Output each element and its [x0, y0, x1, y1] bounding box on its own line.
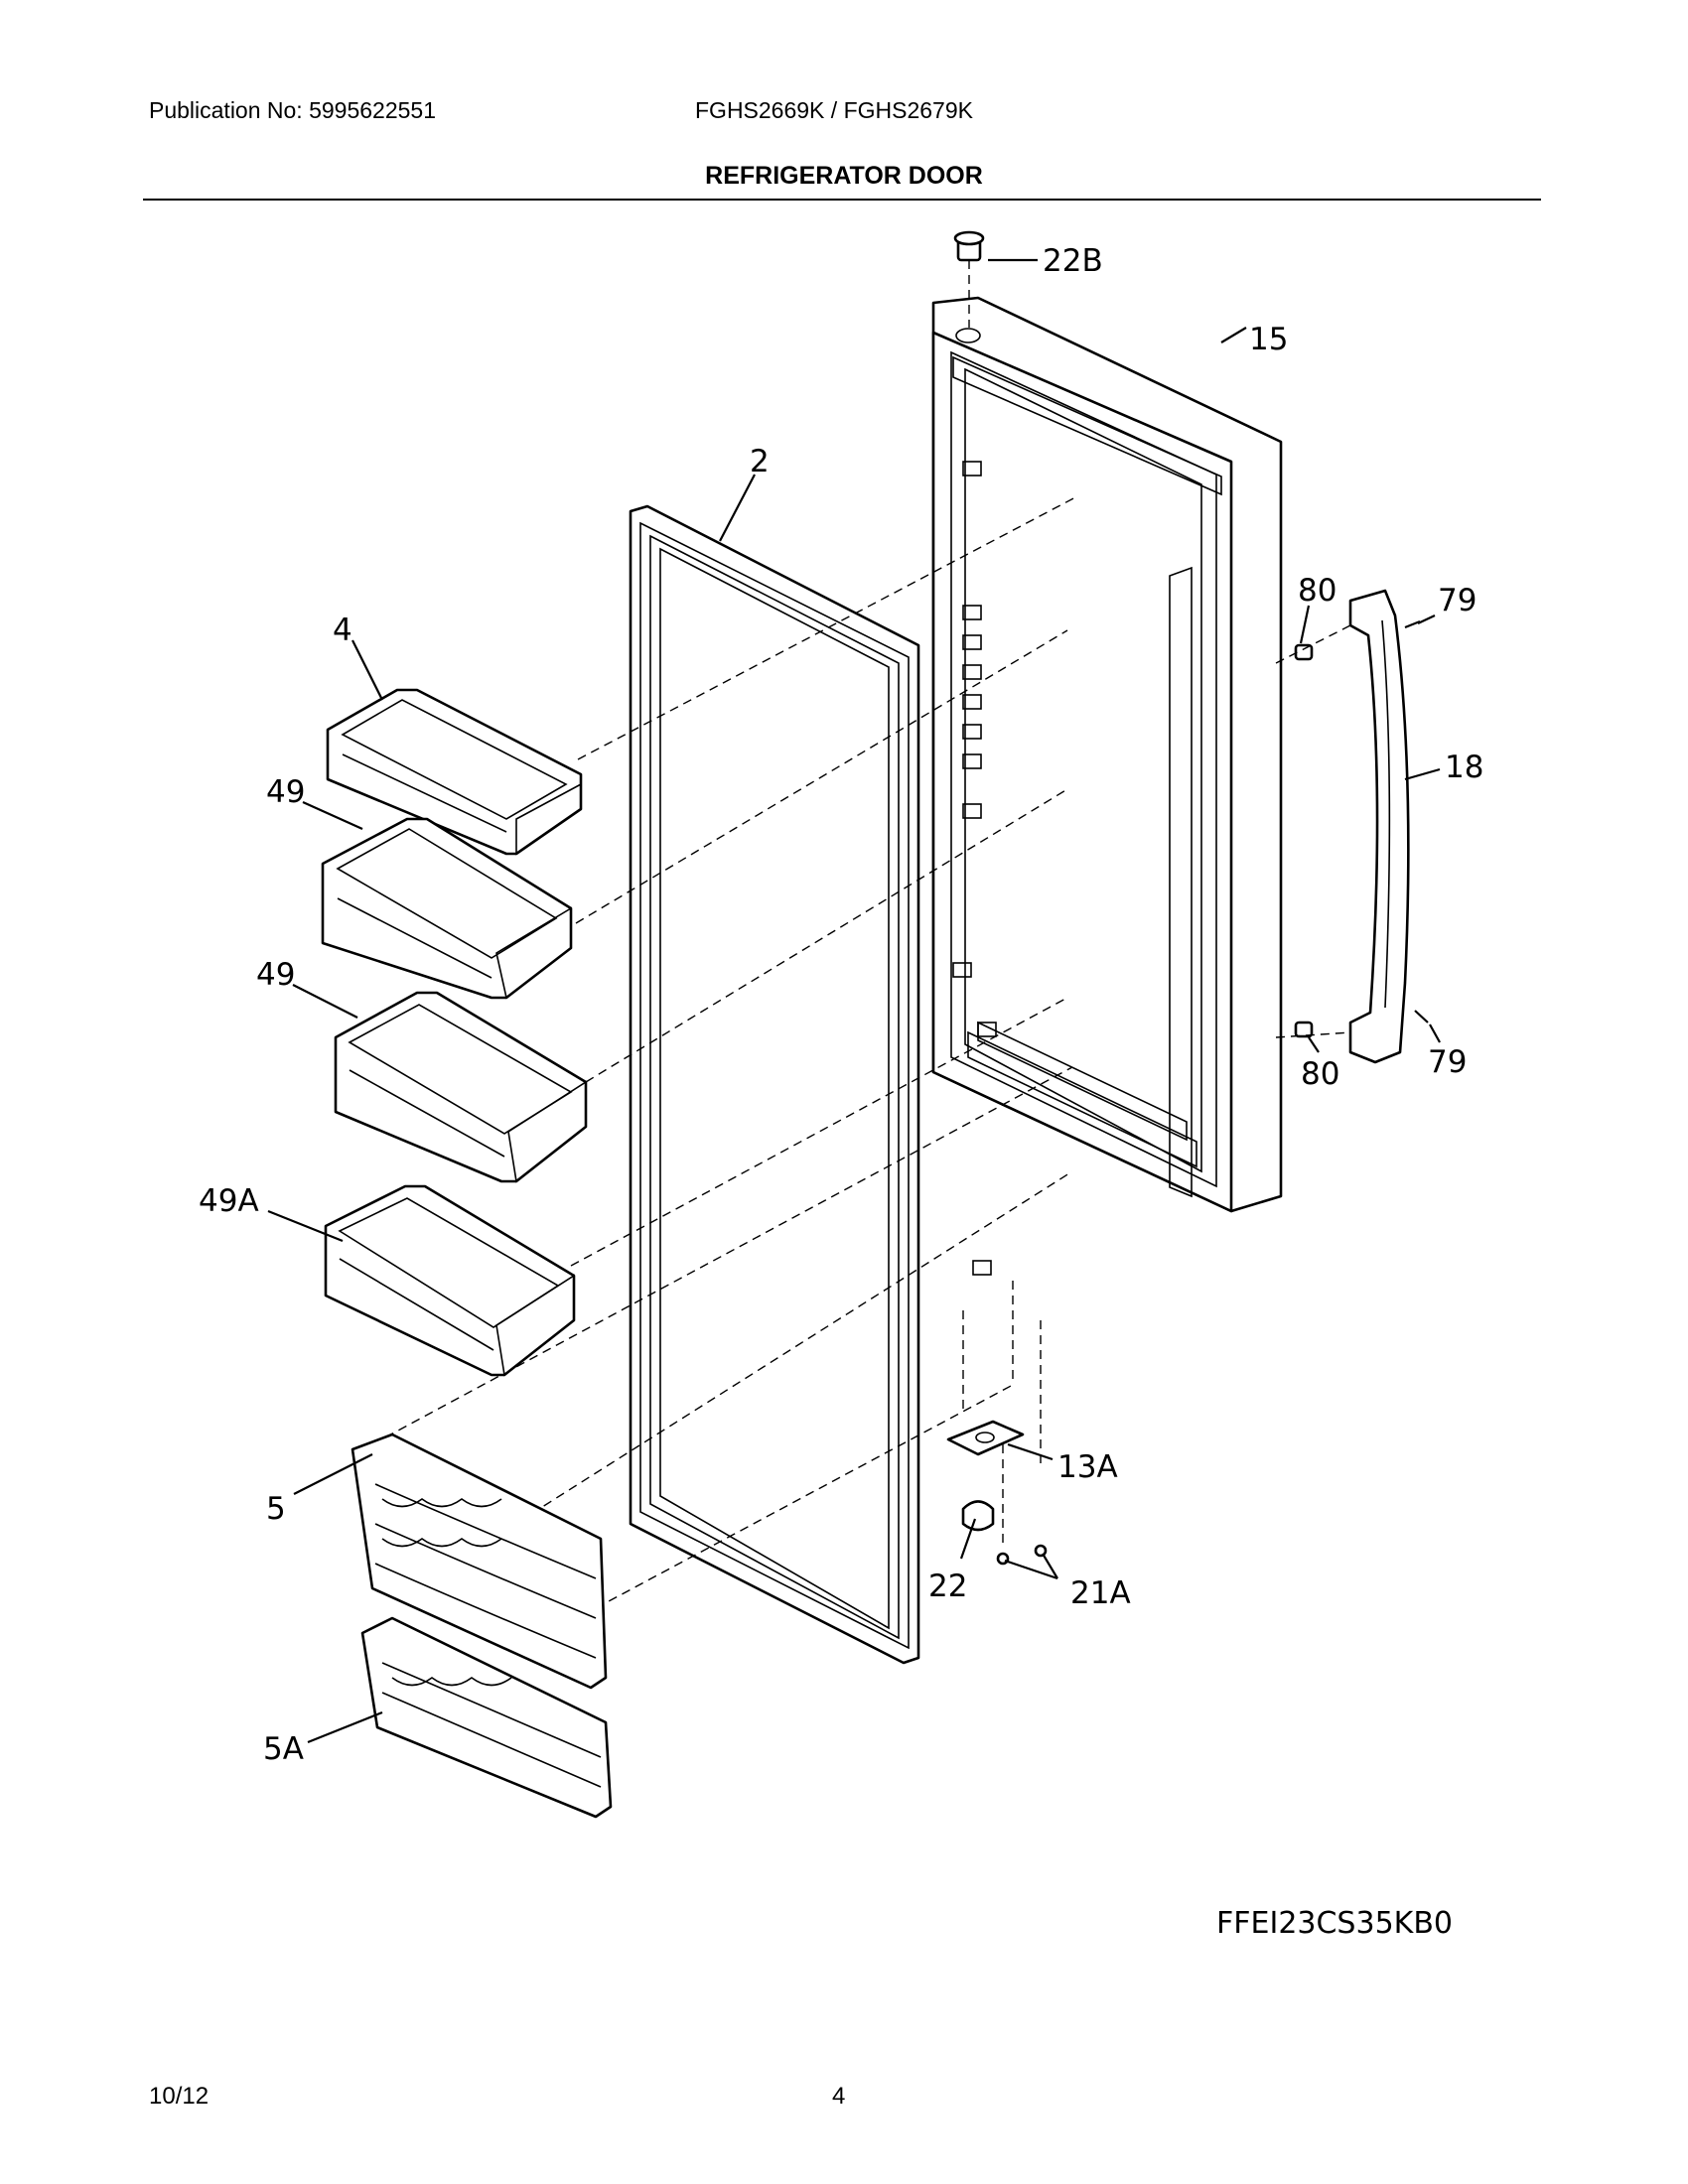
diagram-code: FFEI23CS35KB0 — [1216, 1906, 1453, 1941]
page-number: 4 — [832, 2083, 846, 2110]
screws-21a-part — [996, 1544, 1048, 1566]
footer-date: 10/12 — [149, 2083, 210, 2110]
wire-rack-5-part — [351, 1433, 608, 1690]
door-bin-49-lower-part — [334, 991, 588, 1183]
callout-49-upper: 49 — [266, 774, 305, 810]
door-gasket-part — [629, 504, 920, 1665]
callout-15: 15 — [1249, 322, 1288, 357]
callout-leaders — [267, 258, 1441, 1744]
callout-5: 5 — [266, 1491, 286, 1527]
page-title: REFRIGERATOR DOOR — [705, 162, 983, 190]
callout-49a: 49A — [199, 1183, 259, 1219]
door-bin-49a-part — [324, 1184, 576, 1377]
header-rule — [143, 199, 1541, 201]
hinge-13a-part — [946, 1420, 1025, 1456]
callout-79-top: 79 — [1438, 583, 1477, 618]
callout-49-lower: 49 — [256, 957, 295, 993]
bushing-22b-part — [953, 230, 985, 328]
callout-2: 2 — [750, 444, 770, 479]
screw-79-bottom-part — [1414, 1010, 1429, 1024]
door-bin-4-part — [326, 688, 583, 856]
callout-80-bottom: 80 — [1301, 1056, 1339, 1092]
callout-79-bottom: 79 — [1428, 1044, 1467, 1080]
callout-22b: 22B — [1043, 243, 1103, 279]
callout-80-top: 80 — [1298, 573, 1336, 609]
assembly-lines — [371, 495, 1078, 1609]
spacer-80-bottom-part — [1275, 1021, 1351, 1038]
door-handle-part — [1348, 589, 1410, 1064]
door-liner-part — [931, 296, 1283, 1276]
callout-21a: 21A — [1070, 1575, 1131, 1611]
callout-5a: 5A — [263, 1731, 304, 1767]
spacer-80-top-part — [1275, 624, 1351, 664]
callout-22: 22 — [928, 1569, 967, 1604]
screw-79-top-part — [1404, 619, 1421, 629]
publication-number: Publication No: 5995622551 — [149, 97, 437, 123]
door-bin-49-upper-part — [321, 817, 573, 1000]
wire-rack-5a-part — [360, 1616, 613, 1819]
model-numbers: FGHS2669K / FGHS2679K — [695, 97, 973, 123]
bushing-22-part — [961, 1500, 995, 1532]
callout-13a: 13A — [1057, 1449, 1118, 1485]
callout-4: 4 — [333, 613, 352, 648]
callout-18: 18 — [1445, 750, 1483, 785]
